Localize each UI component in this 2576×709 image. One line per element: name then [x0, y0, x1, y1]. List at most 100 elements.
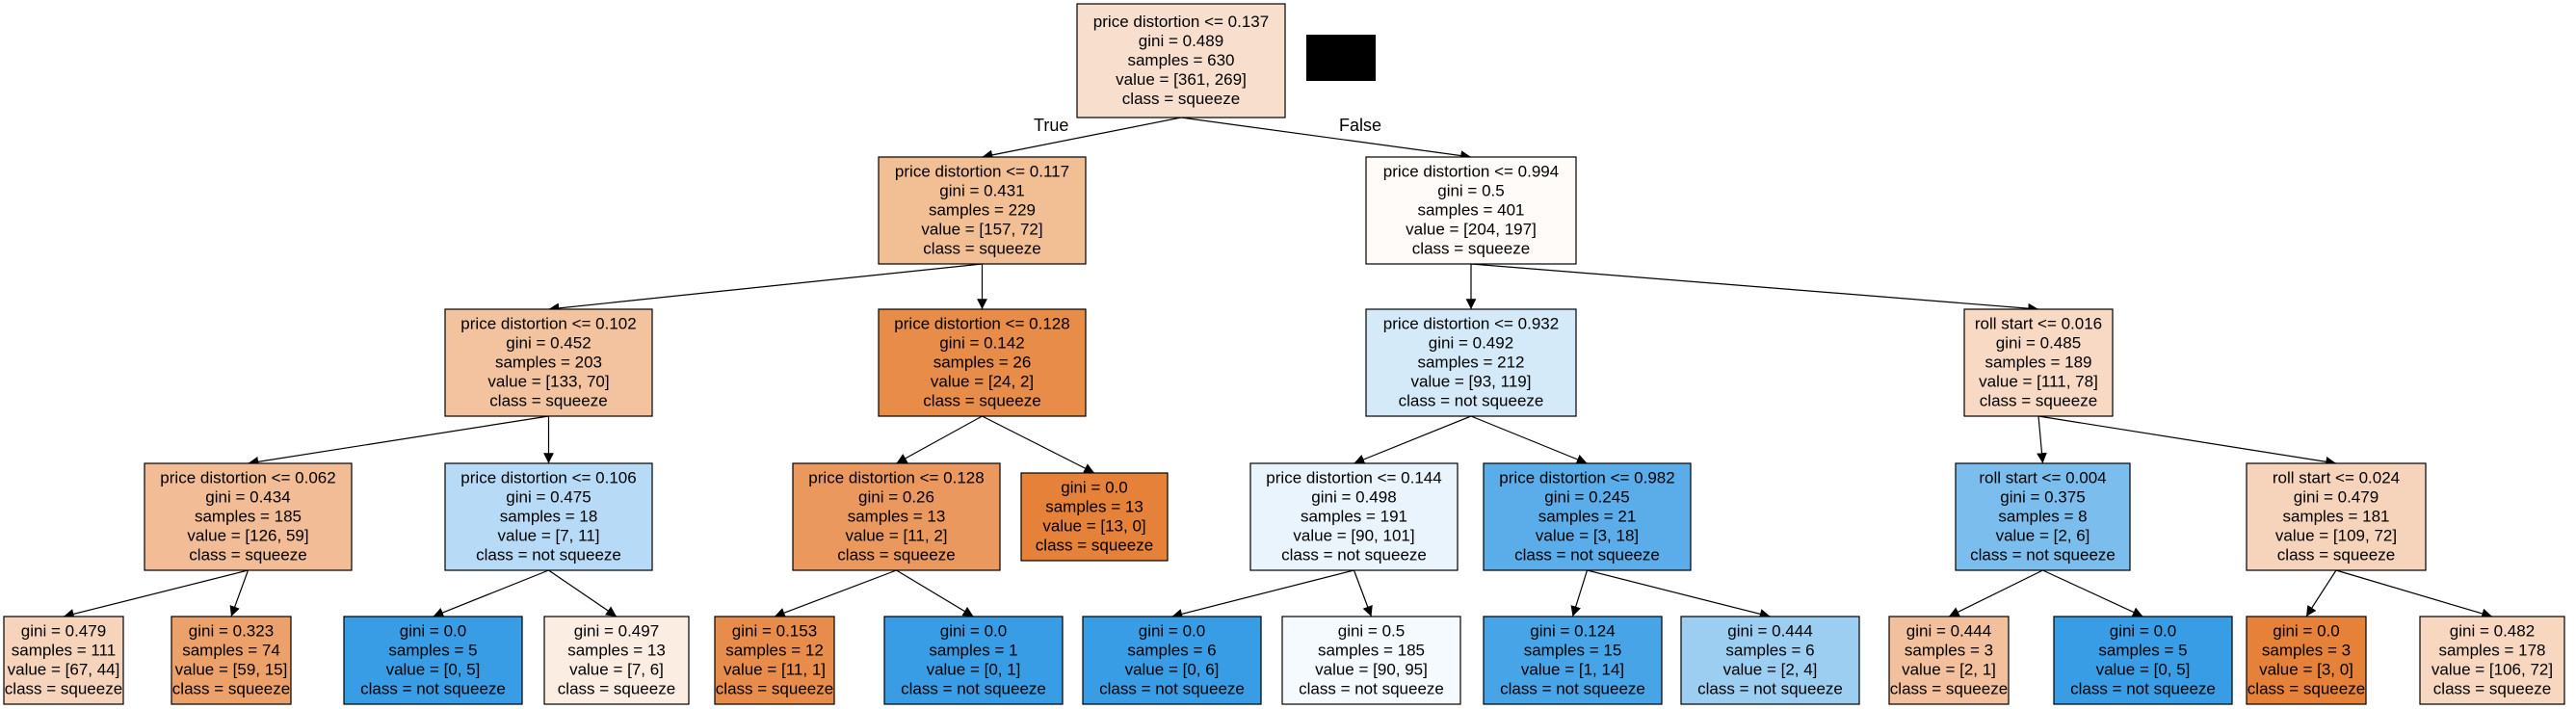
tree-node-box [171, 616, 292, 705]
tree-node-box [1365, 156, 1577, 265]
tree-node-box [1963, 308, 2114, 417]
tree-node-line: value = [106, 72] [2431, 661, 2553, 679]
tree-node-line: class = not squeeze [360, 680, 506, 698]
tree-node-line: gini = 0.452 [506, 334, 591, 353]
tree-node-line: gini = 0.142 [939, 334, 1024, 353]
tree-node-line: value = [3, 0] [2259, 661, 2353, 679]
tree-edge [2037, 415, 2337, 467]
tree-node-line: samples = 5 [2098, 642, 2187, 660]
tree-node-line: value = [7, 6] [569, 661, 664, 679]
tree-node-line: samples = 189 [1985, 354, 2091, 372]
tree-node-line: class = not squeeze [1970, 546, 2116, 565]
tree-node-line: class = not squeeze [1500, 680, 1645, 698]
tree-node-line: value = [157, 72] [921, 221, 1042, 239]
tree-node-box [1955, 462, 2131, 571]
tree-node-line: gini = 0.245 [1544, 488, 1629, 507]
tree-node-line: gini = 0.375 [2000, 488, 2085, 507]
tree-node-line: roll start <= 0.016 [1975, 315, 2102, 333]
tree-node-line: samples = 203 [495, 354, 602, 372]
tree-node-line: samples = 229 [929, 201, 1036, 220]
tree-node-box [1483, 616, 1663, 705]
tree-node-box [1020, 472, 1169, 562]
tree-node-line: value = [11, 2] [845, 527, 947, 545]
tree-node-line: class = squeeze [2247, 680, 2365, 698]
tree-edge [1470, 263, 2039, 314]
tree-node-line: value = [11, 1] [723, 661, 826, 679]
tree-node-line: value = [204, 197] [1406, 221, 1537, 239]
tree-node-line: samples = 13 [567, 642, 666, 660]
tree-node-line: class = squeeze [489, 392, 607, 410]
tree-node-line: class = squeeze [1122, 90, 1240, 108]
tree-edge [2305, 569, 2337, 617]
tree-node-line: samples = 3 [2262, 642, 2351, 660]
tree-edge [1171, 569, 1354, 619]
tree-node-line: gini = 0.497 [574, 622, 659, 641]
tree-node-box [3, 616, 124, 705]
tree-node-line: samples = 630 [1127, 51, 1234, 69]
tree-node-line: gini = 0.153 [732, 622, 817, 641]
tree-node-line: price distortion <= 0.932 [1383, 315, 1559, 333]
tree-node-line: samples = 18 [500, 508, 598, 526]
tree-node-box [1076, 3, 1286, 118]
tree-node-line: class = squeeze [716, 680, 833, 698]
tree-node-line: samples = 191 [1301, 508, 1407, 526]
tree-node-line: value = [7, 11] [497, 527, 599, 545]
tree-node-line: gini = 0.0 [2110, 622, 2176, 641]
tree-node-line: class = not squeeze [901, 680, 1046, 698]
tree-node-line: roll start <= 0.004 [1979, 469, 2106, 487]
tree-node-line: price distortion <= 0.144 [1266, 469, 1441, 487]
tree-edge [1353, 569, 1373, 617]
tree-node-line: gini = 0.479 [21, 622, 106, 641]
tree-node-line: class = squeeze [558, 680, 675, 698]
tree-node-box [543, 616, 690, 705]
tree-edge [1948, 569, 2043, 617]
tree-node-box [444, 462, 653, 571]
tree-edge [63, 569, 249, 619]
tree-node-line: value = [1, 14] [1521, 661, 1624, 679]
tree-node-line: roll start <= 0.024 [2273, 469, 2400, 487]
tree-node-line: value = [59, 15] [175, 661, 288, 679]
tree-node-line: class = not squeeze [1099, 680, 1245, 698]
tree-edge [229, 569, 250, 617]
tree-node-box [2419, 616, 2565, 705]
redaction-box [1306, 35, 1376, 81]
tree-node-line: value = [361, 269] [1116, 70, 1247, 89]
tree-node-line: class = not squeeze [476, 546, 621, 565]
tree-node-line: value = [90, 95] [1315, 661, 1428, 679]
tree-edge [1470, 415, 1588, 464]
tree-node-box [792, 462, 1001, 571]
tree-edge [2037, 415, 2047, 464]
tree-node-box [714, 616, 835, 705]
tree-node-line: samples = 3 [1905, 642, 1993, 660]
tree-node-line: price distortion <= 0.106 [460, 469, 636, 487]
tree-node-line: price distortion <= 0.102 [460, 315, 636, 333]
tree-node-line: samples = 6 [1725, 642, 1814, 660]
tree-node-line: gini = 0.0 [940, 622, 1007, 641]
tree-node-line: class = squeeze [923, 392, 1040, 410]
tree-node-line: value = [0, 6] [1125, 661, 1220, 679]
tree-node-line: value = [111, 78] [1979, 373, 2098, 391]
tree-node-line: class = squeeze [189, 546, 306, 565]
tree-edge [896, 415, 983, 464]
tree-node-line: value = [2, 4] [1723, 661, 1818, 679]
tree-edge [982, 415, 1095, 474]
tree-node-box [878, 156, 1087, 265]
tree-node-line: class = squeeze [1980, 392, 2097, 410]
tree-edge [548, 569, 618, 617]
tree-node-line: class = squeeze [2433, 680, 2551, 698]
